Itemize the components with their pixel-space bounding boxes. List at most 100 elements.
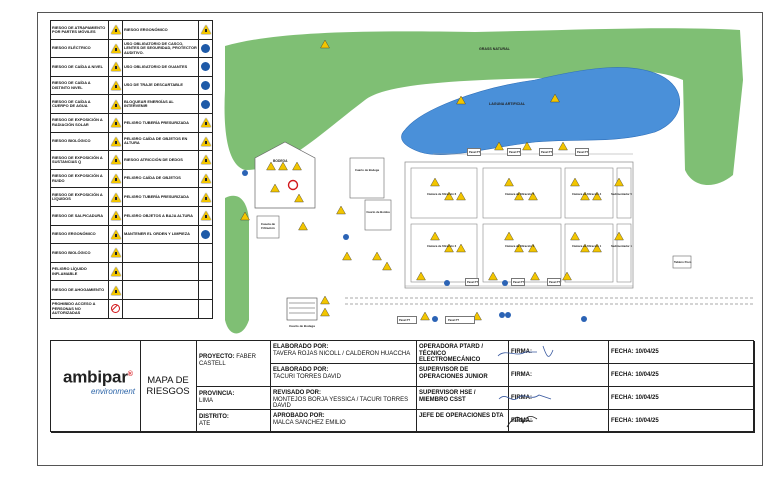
warning-sign-marker [580, 191, 590, 201]
warning-sign-marker [240, 211, 250, 221]
provincia-cell: PROVINCIA: LIMA [197, 387, 271, 410]
legend-icon-cell [198, 38, 213, 59]
lagoon-area [401, 67, 680, 155]
warning-sign-marker [570, 231, 580, 241]
warning-icon [110, 192, 121, 202]
signature-4 [506, 415, 538, 428]
logo-cell: ambipar® environment [51, 341, 141, 433]
legend-icon-cell [108, 112, 123, 133]
mandatory-icon [201, 229, 210, 239]
warning-icon [110, 211, 121, 221]
warning-icon [110, 229, 121, 239]
side-panel [672, 255, 692, 269]
warning-icon [200, 211, 211, 221]
warning-sign-marker [270, 183, 280, 193]
cell-label-1: Cámara de filtración 1 [572, 244, 602, 248]
signature-cell: FIRMA: [509, 341, 609, 364]
warning-sign-marker [430, 231, 440, 241]
cell-label-2: Cámara de filtración 2 [505, 244, 535, 248]
legend-icon-cell [108, 150, 123, 170]
warning-icon [200, 118, 211, 128]
legend-label: RIESGO ERGONÓMICO [122, 20, 199, 40]
position-cell: OPERADORA PTARD / TÉCNICO ELECTROMECÁNIC… [417, 341, 509, 364]
title-block: ambipar® environment MAPA DE RIESGOS PRO… [50, 340, 755, 433]
warning-sign-marker [514, 191, 524, 201]
legend-row: RIESGO BIOLÓGICO [50, 243, 213, 263]
role-label: REVISADO POR: [273, 390, 322, 396]
legend-icon-cell [108, 205, 123, 226]
plant-outline [404, 161, 634, 289]
legend-label: PELIGRO TUBERÍA PRESURIZADA [122, 112, 199, 133]
pump-room-label: Cuarto de Bomba [366, 210, 390, 214]
legend-label: PELIGRO CAÍDA DE OBJETOS [122, 168, 199, 189]
site-risk-map: GRASS NATURAL LAGUNA ARTIFICIAL BODEGA C… [215, 20, 755, 338]
legend-icon-cell [198, 224, 213, 245]
warning-sign-marker [294, 193, 304, 203]
legend-label: RIESGO DE CAÍDA A NIVEL [50, 57, 109, 77]
filtration-cell-6 [410, 167, 478, 219]
warning-sign-marker [570, 177, 580, 187]
mandatory-icon [201, 81, 210, 91]
legend-label: PELIGRO OBJETOS A BAJA ALTURA [122, 205, 199, 226]
prohibition-icon [111, 304, 120, 314]
mandatory-icon [201, 62, 210, 72]
signatory-cell: ELABORADO POR:TAVERA ROJAS NICOLL / CALD… [271, 341, 417, 364]
mandatory-icon [201, 43, 210, 53]
panel-tag-4: Panel PT [575, 148, 589, 156]
brand-subtitle: environment [91, 387, 136, 396]
warning-sign-marker [504, 231, 514, 241]
warning-icon [110, 285, 121, 295]
date-cell: FECHA: 10/04/25 [609, 410, 755, 433]
panel-tag-9: Panel PT [445, 316, 475, 324]
sed-label-1: Sedimentador 1 [611, 244, 632, 248]
signatory-names: MALCA SANCHEZ EMILIO [273, 419, 346, 426]
warning-icon [200, 192, 211, 202]
warning-sign-marker [592, 191, 602, 201]
side-panel-label: Tablero Pozo [674, 260, 692, 264]
legend-icon-cell [198, 205, 213, 226]
legend-icon-cell [198, 261, 213, 282]
legend-label: RIESGO DE SALPICADURA [50, 205, 109, 226]
date-cell: FECHA: 10/04/25 [609, 364, 755, 387]
signatory-cell: APROBADO POR:MALCA SANCHEZ EMILIO [271, 410, 417, 433]
legend-label: RIESGO DE EXPOSICIÓN A RADIACIÓN SOLAR [50, 112, 109, 133]
legend-label: PELIGRO TUBERÍA PRESURIZADA [122, 187, 199, 207]
signatory-cell: REVISADO POR:MONTEJOS BORJA YESSICA / TA… [271, 387, 417, 410]
warning-sign-marker [320, 39, 330, 49]
legend-icon-cell [198, 131, 213, 152]
legend-icon-cell [198, 187, 213, 207]
legend-label: RIESGO DE CAÍDA A DISTINTO NIVEL [50, 75, 109, 96]
legend-icon-cell [198, 75, 213, 96]
distrito-cell: DISTRITO: ATE [197, 410, 271, 433]
mandatory-sign-marker [581, 316, 587, 322]
warning-icon [110, 81, 121, 91]
warning-sign-marker [488, 271, 498, 281]
legend-icon-cell [108, 243, 123, 263]
legend-label [122, 243, 199, 263]
legend-label: RIESGO ELÉCTRICO [50, 38, 109, 59]
legend-row: RIESGO DE EXPOSICIÓN A RADIACIÓN SOLAR PE… [50, 112, 213, 133]
legend-label: RIESGO DE ATRAPAMIENTO POR PARTES MÓVILE… [50, 20, 109, 40]
warning-icon [110, 155, 121, 165]
legend-label: RIESGO BIOLÓGICO [50, 243, 109, 263]
panel-tag-3: Panel PT [539, 148, 553, 156]
mandatory-sign-marker [343, 234, 349, 240]
role-label: ELABORADO POR: [273, 344, 329, 350]
cell-label-6: Cámara de filtración 6 [427, 192, 457, 196]
legend-icon-cell [108, 38, 123, 59]
lagoon-label: LAGUNA ARTIFICIAL [489, 102, 526, 106]
position-cell: SUPERVISOR HSE / MIEMBRO CSST [417, 387, 509, 410]
warning-sign-marker [514, 243, 524, 253]
booth-label: Caseta de Filtración [260, 222, 276, 230]
legend-label: MANTENER EL ORDEN Y LIMPIEZA [122, 224, 199, 245]
warning-sign-marker [278, 161, 288, 171]
date-cell: FECHA: 10/04/25 [609, 341, 755, 364]
mandatory-icon [201, 99, 210, 109]
warning-sign-marker [562, 271, 572, 281]
